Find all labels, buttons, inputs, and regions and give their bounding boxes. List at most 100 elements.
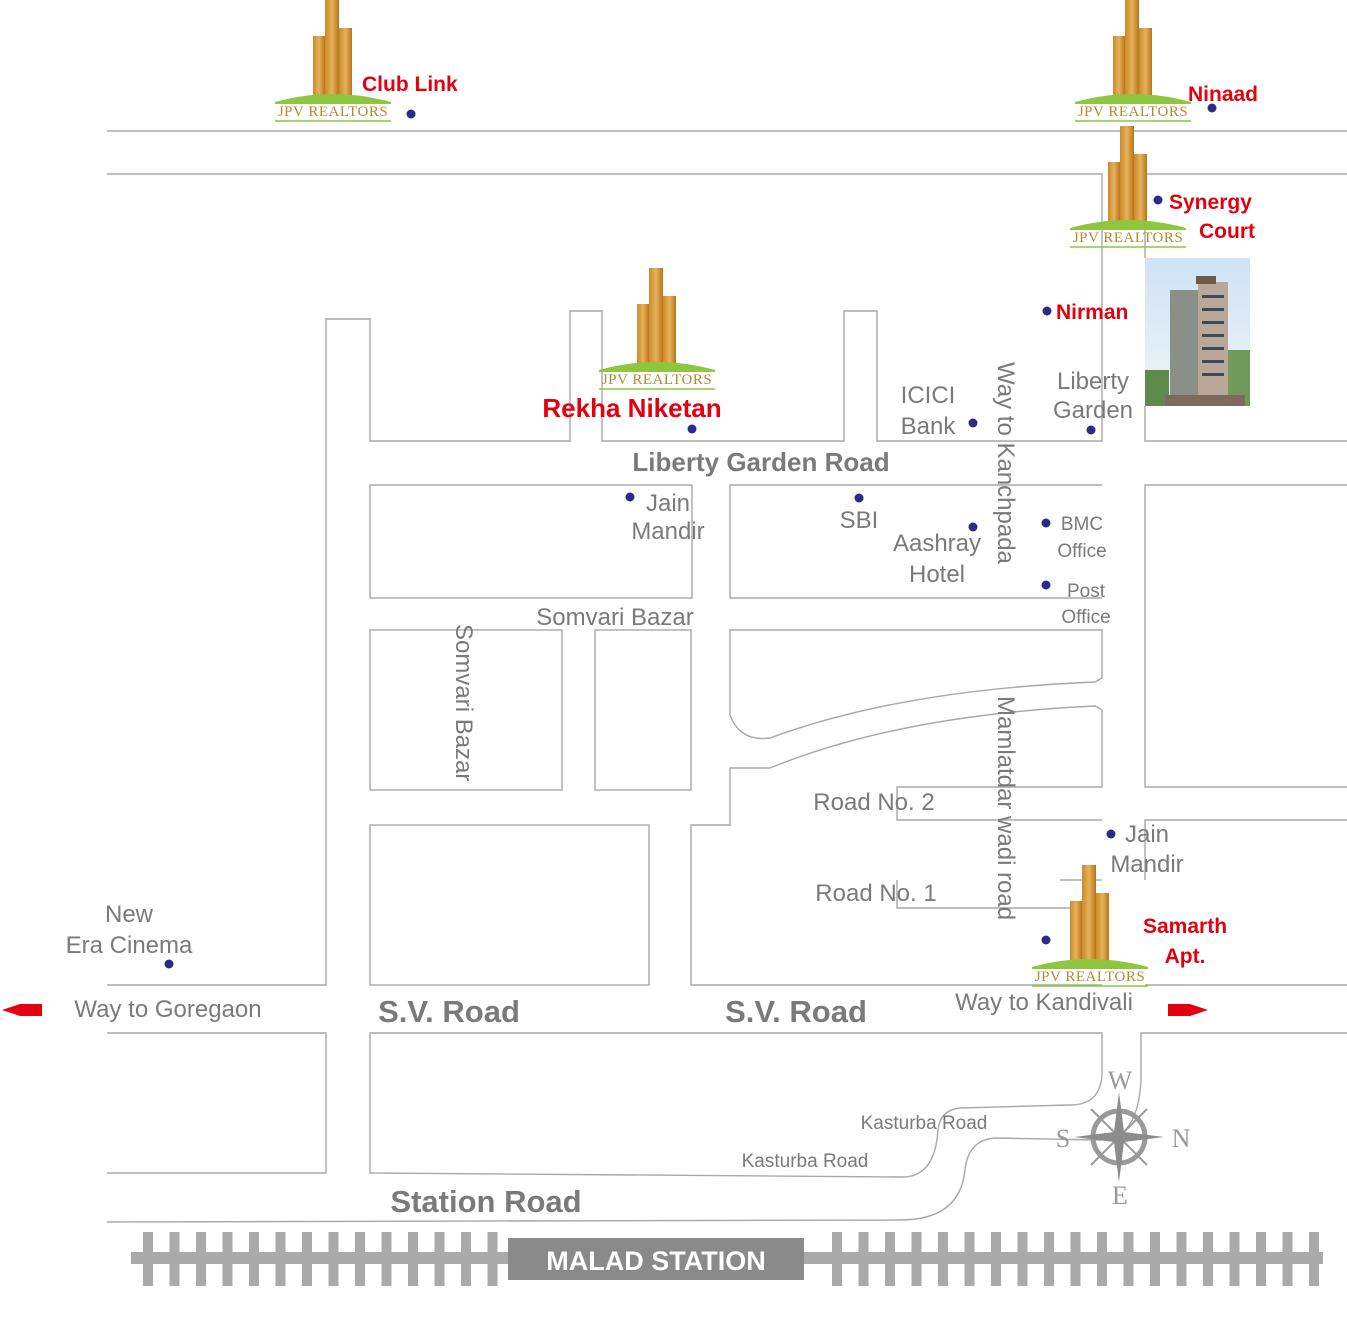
- marker-bmc-office[interactable]: [1041, 518, 1051, 528]
- landmark-post-2: Office: [1061, 607, 1110, 628]
- logo-text: JPV REALTORS: [1073, 230, 1183, 246]
- landmark-jain-top-1: Jain: [646, 490, 690, 517]
- landmark-aashray-1: Aashray: [893, 530, 981, 557]
- road-no-2: Road No. 2: [813, 789, 934, 816]
- landmark-bmc-2: Office: [1057, 541, 1106, 562]
- rail-tie: [832, 1232, 842, 1286]
- rail-tie: [381, 1232, 392, 1286]
- landmark-post-1: Post: [1067, 581, 1106, 602]
- jpv-realtors-logo: JPV REALTORS: [1075, 0, 1191, 122]
- logo-text: JPV REALTORS: [1078, 104, 1188, 120]
- location-markers: [164, 103, 1217, 969]
- compass-rose-icon: [1074, 1092, 1164, 1182]
- jpv-realtors-logo: JPV REALTORS: [1070, 126, 1186, 248]
- property-samarth-line1[interactable]: Samarth: [1143, 915, 1227, 938]
- rail-tie: [1070, 1232, 1081, 1286]
- station-box: [508, 1238, 804, 1280]
- marker-post-office[interactable]: [1041, 580, 1051, 590]
- rail-tie: [1097, 1232, 1107, 1286]
- rail-tie: [991, 1232, 1001, 1286]
- landmark-liberty-1: Liberty: [1057, 368, 1129, 395]
- landmark-aashray-2: Hotel: [909, 561, 965, 588]
- landmark-bmc-1: BMC: [1061, 514, 1103, 535]
- road-station-road: Station Road: [390, 1184, 581, 1219]
- rail-tie: [1044, 1232, 1054, 1286]
- rail-tie: [222, 1232, 233, 1286]
- compass-s: S: [1056, 1124, 1070, 1153]
- landmark-icici-1: ICICI: [901, 382, 956, 409]
- landmark-liberty-2: Garden: [1053, 397, 1133, 424]
- rail-tie: [328, 1232, 339, 1286]
- marker-rekha-niketan[interactable]: [687, 424, 697, 434]
- compass-w: W: [1108, 1066, 1133, 1095]
- marker-aashray-hotel[interactable]: [968, 522, 978, 532]
- marker-jain-mandir-bottom[interactable]: [1106, 829, 1116, 839]
- road-way-to-kanchpada: Way to Kanchpada: [992, 362, 1019, 565]
- property-nirman[interactable]: Nirman: [1056, 301, 1128, 324]
- landmark-jain-bottom-2: Mandir: [1110, 851, 1183, 878]
- rail-tie: [858, 1232, 869, 1286]
- marker-club-link[interactable]: [406, 109, 416, 119]
- property-ninaad[interactable]: Ninaad: [1188, 83, 1258, 106]
- rail-tie: [885, 1232, 895, 1286]
- road-sv-road-2: S.V. Road: [725, 994, 867, 1029]
- rail-tie: [434, 1232, 445, 1286]
- rail-tie: [1176, 1232, 1187, 1286]
- logo-text: JPV REALTORS: [278, 104, 388, 120]
- landmark-jain-top-2: Mandir: [631, 518, 704, 545]
- rail-tie: [196, 1232, 206, 1286]
- road-kasturba-2: Kasturba Road: [742, 1151, 869, 1172]
- arrow-right-icon: [1168, 1004, 1208, 1016]
- property-rekha-niketan[interactable]: Rekha Niketan: [542, 393, 721, 423]
- marker-nirman[interactable]: [1042, 306, 1052, 316]
- logo-text: JPV REALTORS: [1035, 969, 1145, 985]
- landmark-new-era-2: Era Cinema: [66, 932, 193, 959]
- marker-new-era-cinema[interactable]: [164, 959, 174, 969]
- marker-liberty-garden[interactable]: [1086, 425, 1096, 435]
- rail-tie: [1256, 1232, 1266, 1286]
- compass-n: N: [1172, 1124, 1191, 1153]
- rail-tie: [1017, 1232, 1028, 1286]
- marker-synergy-court[interactable]: [1153, 195, 1163, 205]
- rail-tie: [964, 1232, 975, 1286]
- rail-tie: [1282, 1232, 1293, 1286]
- rail-tie: [275, 1232, 286, 1286]
- building-photo: [1145, 258, 1250, 406]
- jpv-realtors-logo: JPV REALTORS: [1032, 865, 1148, 987]
- marker-jain-mandir-top[interactable]: [625, 492, 635, 502]
- rail-tie: [169, 1232, 180, 1286]
- rail-tie: [1150, 1232, 1160, 1286]
- road-liberty-garden: Liberty Garden Road: [632, 447, 889, 477]
- rail-tie: [143, 1232, 153, 1286]
- rail-tie: [1229, 1232, 1240, 1286]
- marker-ninaad[interactable]: [1207, 103, 1217, 113]
- property-club-link[interactable]: Club Link: [362, 73, 458, 96]
- road-way-to-goregaon: Way to Goregaon: [74, 996, 261, 1023]
- marker-icici-bank[interactable]: [968, 418, 978, 428]
- road-way-to-kandivali: Way to Kandivali: [955, 989, 1133, 1016]
- landmark-new-era-1: New: [105, 901, 154, 928]
- property-synergy-line2[interactable]: Court: [1199, 220, 1255, 243]
- road-somvari-bazar-v: Somvari Bazar: [450, 624, 477, 781]
- rail-tie: [302, 1232, 312, 1286]
- road-mamlatdar-wadi: Mamlatdar wadi road: [992, 696, 1019, 920]
- property-samarth-line2[interactable]: Apt.: [1165, 945, 1206, 968]
- property-synergy-line1[interactable]: Synergy: [1169, 191, 1252, 214]
- road-kasturba-1: Kasturba Road: [861, 1113, 988, 1134]
- rail-tie: [1309, 1232, 1319, 1286]
- jpv-realtors-logo: JPV REALTORS: [599, 268, 715, 390]
- rail-tie: [1123, 1232, 1134, 1286]
- marker-sbi[interactable]: [854, 493, 864, 503]
- arrow-left-icon: [2, 1004, 42, 1016]
- rail-tie: [1203, 1232, 1213, 1286]
- logo-text: JPV REALTORS: [602, 372, 712, 388]
- rail-tie: [487, 1232, 498, 1286]
- road-somvari-bazar-h: Somvari Bazar: [536, 604, 693, 631]
- landmark-icici-2: Bank: [901, 413, 957, 440]
- road-no-1: Road No. 1: [815, 880, 936, 907]
- road-network: [106, 130, 1347, 1223]
- rail-tie: [355, 1232, 365, 1286]
- marker-samarth-apt[interactable]: [1041, 935, 1051, 945]
- rail-tie: [911, 1232, 922, 1286]
